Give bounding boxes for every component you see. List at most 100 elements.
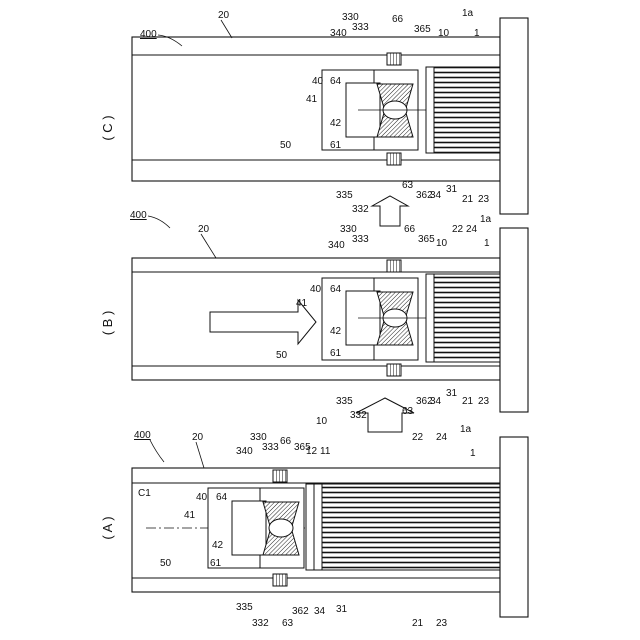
label-362: 362 xyxy=(292,606,309,617)
label-22: 22 xyxy=(452,224,464,235)
label-40: 40 xyxy=(312,76,324,87)
label-22: 22 xyxy=(412,432,424,443)
label-41: 41 xyxy=(184,510,196,521)
label-21: 21 xyxy=(462,194,474,205)
label-365: 365 xyxy=(414,24,431,35)
label-332: 332 xyxy=(352,204,369,215)
board-1 xyxy=(500,228,528,412)
ref-400: 400 xyxy=(130,210,147,221)
label-1: 1 xyxy=(474,28,480,39)
leader-400 xyxy=(148,216,170,228)
fiber-holder-10 xyxy=(426,67,434,153)
label-50: 50 xyxy=(160,558,172,569)
label-63: 63 xyxy=(282,618,294,629)
label-64: 64 xyxy=(216,492,228,503)
label-50: 50 xyxy=(280,140,292,151)
screw-63 xyxy=(387,153,401,165)
label-333: 333 xyxy=(352,234,369,245)
label-34: 34 xyxy=(430,190,442,201)
fiber-holder-10 xyxy=(426,274,434,362)
screw-66 xyxy=(387,53,401,65)
ref-400: 400 xyxy=(140,29,157,40)
label-332: 332 xyxy=(252,618,269,629)
label-335: 335 xyxy=(336,190,353,201)
label-61: 61 xyxy=(330,348,342,359)
board-1 xyxy=(500,18,528,214)
panel-b: ( B ) 400 20 340 330 333 66 365 10 22 24… xyxy=(100,196,528,432)
label-1a: 1a xyxy=(460,424,472,435)
leader-400 xyxy=(150,440,164,462)
panel-title: ( C ) xyxy=(100,115,115,140)
label-63: 63 xyxy=(402,406,414,417)
fiber-holder-12 xyxy=(306,484,314,570)
label-61: 61 xyxy=(330,140,342,151)
screw-66 xyxy=(273,470,287,482)
lens-40 xyxy=(232,501,266,555)
label-61: 61 xyxy=(210,558,222,569)
arrow-up-top xyxy=(372,196,408,226)
label-42: 42 xyxy=(212,540,224,551)
label-42: 42 xyxy=(330,118,342,129)
label-41: 41 xyxy=(296,298,308,309)
label-64: 64 xyxy=(330,284,342,295)
label-335: 335 xyxy=(336,396,353,407)
fiber-holder-10 xyxy=(314,484,322,570)
label-64: 64 xyxy=(330,76,342,87)
label-66: 66 xyxy=(404,224,416,235)
label-31: 31 xyxy=(446,388,458,399)
leader-20 xyxy=(221,20,232,38)
label-365: 365 xyxy=(418,234,435,245)
label-50: 50 xyxy=(276,350,288,361)
panel-title: ( B ) xyxy=(100,311,115,336)
label-11: 11 xyxy=(320,446,331,457)
label-66: 66 xyxy=(392,14,404,25)
fiber-array-11 xyxy=(322,484,500,570)
label-21: 21 xyxy=(462,396,474,407)
label-1a: 1a xyxy=(480,214,492,225)
screw-63 xyxy=(387,364,401,376)
panel-a: ( A ) 400 20 340 330 333 66 365 10 12 11… xyxy=(100,416,528,629)
lens-42 xyxy=(269,519,293,537)
label-C1: C1 xyxy=(138,488,151,499)
label-42: 42 xyxy=(330,326,342,337)
fiber-array-11 xyxy=(434,67,500,153)
panel-c: ( C ) 400 20 340 330 333 66 365 10 1a 1 xyxy=(100,8,528,215)
label-21: 21 xyxy=(412,618,424,629)
label-1: 1 xyxy=(470,448,476,459)
label-40: 40 xyxy=(196,492,208,503)
label-335: 335 xyxy=(236,602,253,613)
label-333: 333 xyxy=(352,22,369,33)
label-41: 41 xyxy=(306,94,318,105)
label-1a: 1a xyxy=(462,8,474,19)
label-23: 23 xyxy=(478,396,490,407)
leader-20 xyxy=(201,234,216,258)
label-10: 10 xyxy=(438,28,450,39)
label-20: 20 xyxy=(218,10,230,21)
leader-20 xyxy=(196,442,204,468)
label-10: 10 xyxy=(316,416,328,427)
ref-400: 400 xyxy=(134,430,151,441)
panel-title: ( A ) xyxy=(100,516,115,539)
label-333: 333 xyxy=(262,442,279,453)
label-24: 24 xyxy=(466,224,478,235)
label-340: 340 xyxy=(328,240,345,251)
label-340: 340 xyxy=(330,28,347,39)
label-63: 63 xyxy=(402,180,414,191)
label-66: 66 xyxy=(280,436,292,447)
screw-66 xyxy=(387,260,401,272)
label-332: 332 xyxy=(350,410,367,421)
label-12: 12 xyxy=(306,446,318,457)
board-1 xyxy=(500,437,528,617)
label-340: 340 xyxy=(236,446,253,457)
label-10: 10 xyxy=(436,238,448,249)
screw-63 xyxy=(273,574,287,586)
label-40: 40 xyxy=(310,284,322,295)
label-20: 20 xyxy=(198,224,210,235)
label-20: 20 xyxy=(192,432,204,443)
fiber-array-11 xyxy=(434,274,500,362)
label-34: 34 xyxy=(314,606,326,617)
label-31: 31 xyxy=(336,604,348,615)
label-31: 31 xyxy=(446,184,458,195)
label-1: 1 xyxy=(484,238,490,249)
